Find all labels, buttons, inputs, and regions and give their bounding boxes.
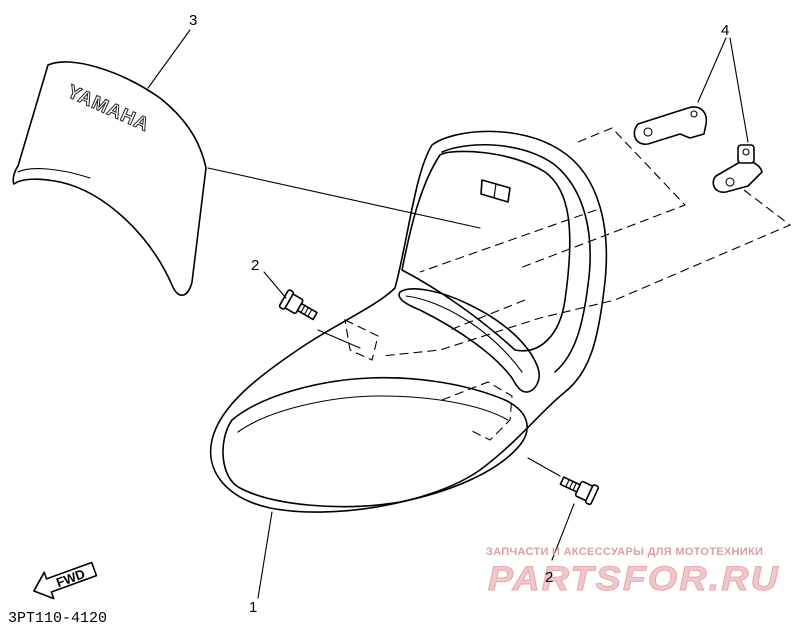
- bolt-icon: [278, 289, 318, 321]
- seat-cover-part: YAMAHA: [12, 61, 207, 296]
- callout-bolt-left: 2: [251, 257, 259, 274]
- bolt-icon: [559, 476, 600, 506]
- bracket-icon: [712, 144, 763, 193]
- bracket-icon: [633, 106, 708, 145]
- callout-cover: 3: [189, 12, 197, 29]
- watermark-tagline: ЗАПЧАСТИ И АКСЕССУАРЫ ДЛЯ МОТОТЕХНИКИ: [486, 546, 763, 558]
- fwd-arrow-icon: FWD: [33, 561, 98, 600]
- callout-seat: 1: [249, 599, 257, 616]
- diagram-code: 3PT110-4120: [8, 610, 107, 627]
- watermark-brand: PARTSFOR.RU: [488, 560, 780, 598]
- fwd-label: FWD: [54, 566, 87, 590]
- seat-part: [209, 130, 608, 513]
- callout-bolt-right: 2: [545, 569, 553, 586]
- watermark: ЗАПЧАСТИ И АКСЕССУАРЫ ДЛЯ МОТОТЕХНИКИ PA…: [486, 546, 780, 599]
- callout-brackets: 4: [721, 22, 729, 39]
